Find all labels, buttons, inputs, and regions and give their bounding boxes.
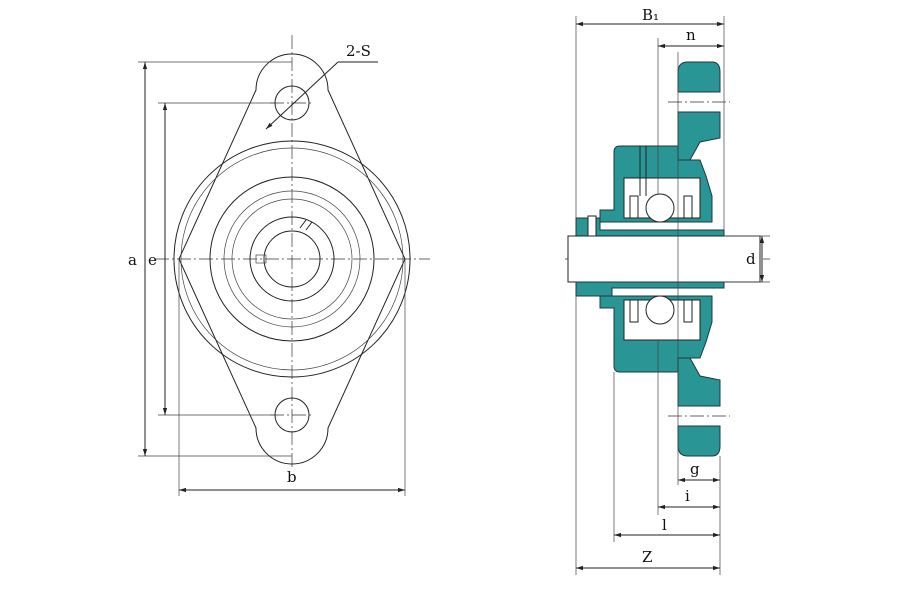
flange-outline (178, 53, 406, 465)
seal-upper-left (629, 195, 639, 219)
set-screw-line-2 (305, 221, 313, 231)
e-label: e (148, 251, 157, 269)
holes-label: 2-S (346, 42, 371, 60)
side-view: B₁ n d g i l Z (565, 6, 770, 575)
a-label: a (128, 251, 137, 269)
seal-upper-right (683, 195, 693, 219)
b-label: b (287, 468, 297, 486)
bearing-inner-ring-outer (231, 198, 353, 320)
bearing-seal-ring (223, 190, 361, 328)
flange-lug-bottom (677, 425, 721, 457)
flange-lug-top-lower (677, 111, 721, 161)
l-label: l (662, 516, 667, 534)
lubrication-slot (255, 254, 267, 264)
shaft (567, 235, 761, 283)
set-screw-line-1 (299, 219, 307, 229)
flange-lug-bottom-upper (677, 357, 721, 407)
b1-label: B₁ (642, 6, 659, 24)
bearing-outer-ring (209, 176, 375, 342)
set-screw-upper (587, 215, 597, 237)
i-label: i (685, 487, 690, 505)
d-label: d (746, 250, 756, 268)
housing-boss-ring (180, 147, 404, 371)
hole-leader-line (265, 61, 339, 130)
ball-lower (645, 295, 675, 325)
ball-upper (645, 193, 675, 223)
g-label: g (690, 460, 700, 478)
front-view: 2-S a e b (128, 35, 430, 496)
z-label: Z (642, 548, 652, 566)
seal-lower-left (629, 299, 639, 323)
n-label: n (686, 26, 696, 44)
flange-lug-top (677, 61, 721, 93)
seal-lower-right (683, 299, 693, 323)
shaft-bore (263, 230, 321, 288)
housing-boss-outer (173, 140, 411, 378)
inner-ring (249, 216, 335, 302)
